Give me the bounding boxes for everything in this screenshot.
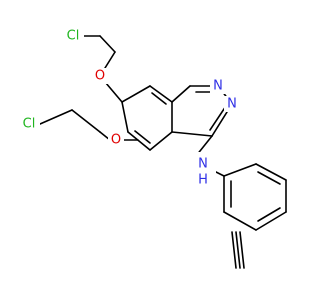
bond-benzo-double-b: [134, 130, 151, 144]
n-ring-right-label: N: [227, 97, 237, 112]
bond-ethynyl-2: [235, 231, 241, 269]
bond-cl-ch2-lower: [39, 109, 73, 125]
nh-h-label: H: [198, 173, 208, 188]
bond-ph-2: [255, 163, 287, 181]
atom-nh: N H: [190, 152, 216, 188]
bond-benzo-double-a: [151, 92, 167, 105]
bond-ph-double-b: [257, 207, 281, 222]
atom-n-ring-top: N: [210, 78, 226, 94]
bonds: [39, 35, 287, 269]
o-lower-label: O: [111, 133, 121, 148]
o-upper-label: O: [95, 69, 105, 84]
cl-top-label: Cl: [67, 29, 80, 44]
bond-benzo-4: [149, 131, 173, 151]
atom-cl-bottom: Cl: [18, 115, 40, 133]
bond-benzo-1: [121, 85, 151, 103]
bond-ph-double-a: [257, 171, 281, 185]
bond-ethynyl-1: [231, 231, 237, 269]
n-ring-top-label: N: [213, 79, 223, 94]
bond-pyr-double-b: [209, 105, 227, 131]
bond-pyr-1: [171, 85, 191, 103]
bond-ph-4: [255, 211, 287, 231]
bond-ph-1: [223, 163, 257, 177]
bond-benzo-5: [127, 131, 151, 151]
bond-ethynyl-3: [239, 231, 245, 269]
bond-ch2-ch2-lower: [71, 109, 101, 133]
structure-canvas: Cl O Cl O N N: [18, 27, 287, 269]
bond-pyr-5: [171, 131, 213, 137]
atom-o-lower: O: [108, 132, 124, 148]
atom-o-upper: O: [92, 68, 108, 84]
bond-ch2-ch2-upper: [99, 35, 116, 53]
nh-n-label: N: [198, 157, 208, 172]
molecule-diagram: Cl O Cl O N N: [18, 27, 287, 269]
atom-labels: Cl O Cl O N N: [18, 27, 240, 188]
atom-cl-top: Cl: [62, 27, 84, 45]
bond-benzo-2: [149, 85, 173, 103]
bond-ph-5: [223, 211, 257, 231]
atom-n-ring-right: N: [224, 96, 240, 112]
cl-bottom-label: Cl: [23, 117, 36, 132]
bond-benzo-6: [121, 101, 129, 133]
